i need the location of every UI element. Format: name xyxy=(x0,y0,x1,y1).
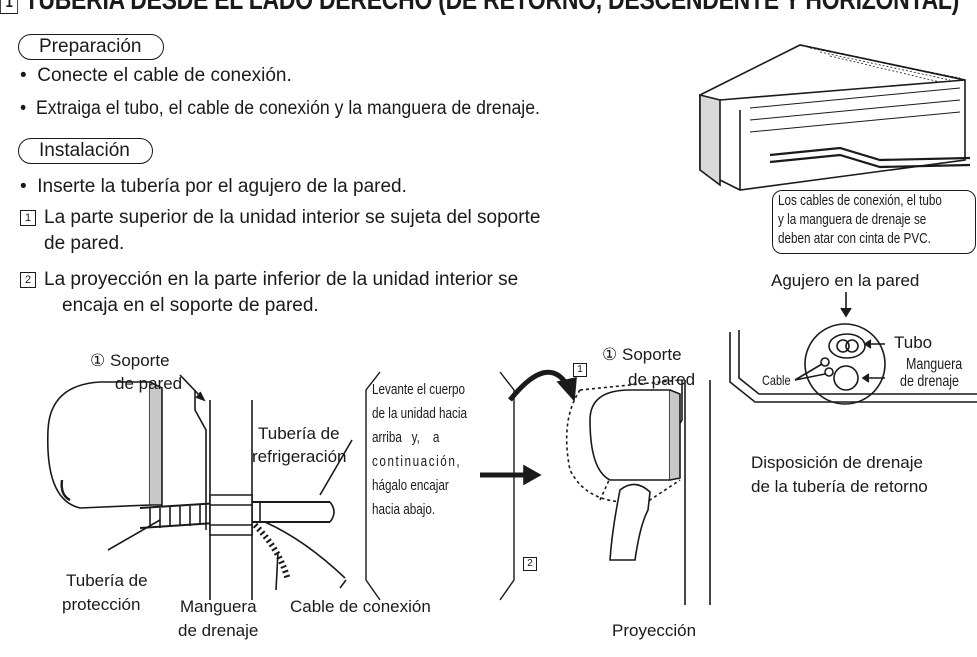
step-marker-1: 1 xyxy=(573,363,587,377)
preparation-label: Preparación xyxy=(18,34,165,60)
install-bullet: • Inserte la tubería por el agujero de l… xyxy=(20,176,407,197)
note-line-2: y la manguera de drenaje se xyxy=(778,211,927,228)
drain-hose-label-1: Manguera xyxy=(180,597,257,616)
wall-hole-diagram xyxy=(729,292,977,405)
instruction-line-6: hacia abajo. xyxy=(372,501,436,518)
refrig-pipe-label-1: Tubería de xyxy=(258,424,340,443)
drain-hose-label-2: de drenaje xyxy=(178,621,259,640)
install-step-2-line1: La proyección en la parte inferior de la… xyxy=(44,269,519,290)
left-installation-diagram xyxy=(46,374,353,600)
instruction-line-2: de la unidad hacia xyxy=(372,405,467,422)
refrig-pipe-label-2: refrigeración xyxy=(252,447,347,466)
right-bracket-label-1: ① Soporte xyxy=(602,344,682,365)
install-bullet-text: Inserte la tubería por el agujero de la … xyxy=(37,176,407,197)
right-bracket-label-2: de pared xyxy=(628,370,696,389)
installation-label: Instalación xyxy=(18,138,153,164)
step-number-box: 1 xyxy=(0,0,19,14)
prep-step-1-text: Conecte el cable de conexión. xyxy=(37,65,292,86)
hose-label-line2: de drenaje xyxy=(900,373,959,390)
wall-hole-caption-2: de la tubería de retorno xyxy=(751,477,928,496)
left-bracket-label-2: de pared xyxy=(115,374,183,393)
install-step-2-line2: encaja en el soporte de pared. xyxy=(62,295,319,316)
right-bracket-num: ① xyxy=(602,345,618,364)
wall-hole-title: Agujero en la pared xyxy=(771,271,920,290)
install-step-1-number: 1 xyxy=(20,210,36,226)
indoor-unit-illustration xyxy=(699,44,971,191)
install-step-1: 1 La parte superior de la unidad interior… xyxy=(20,206,540,230)
tube-label: Tubo xyxy=(894,333,933,352)
left-bracket-num: ① xyxy=(90,351,106,370)
install-step-1-line2: de pared. xyxy=(44,233,125,254)
note-box xyxy=(772,190,976,254)
hose-label-line1: Manguera xyxy=(906,356,963,373)
prep-step-2-text: Extraiga el tubo, el cable de conexión y… xyxy=(36,98,540,119)
projection-label: Proyección xyxy=(612,621,697,640)
instruction-line-3: arriba y, a xyxy=(372,429,440,446)
wall-hole-caption-1: Disposición de drenaje xyxy=(751,453,923,472)
section-title: 1 TUBERÍA DESDE EL LADO DERECHO (DE RETOR… xyxy=(0,0,959,16)
title-text: TUBERÍA DESDE EL LADO DERECHO (DE RETORN… xyxy=(25,0,960,15)
install-step-2-number: 2 xyxy=(20,272,36,288)
left-bracket-word: Soporte xyxy=(109,351,170,370)
note-line-3: deben atar con cinta de PVC. xyxy=(778,230,931,247)
instruction-text: Levante el cuerpo de la unidad hacia arr… xyxy=(372,378,512,522)
instruction-brackets xyxy=(365,371,515,601)
right-bracket-word: Soporte xyxy=(621,345,682,364)
right-installation-diagram xyxy=(480,369,711,605)
instruction-line-5: hágalo encajar xyxy=(372,477,449,494)
prep-step-1: • Conecte el cable de conexión. xyxy=(20,65,292,86)
left-bracket-label-1: ① Soporte xyxy=(90,350,170,371)
install-step-1-line1: La parte superior de la unidad interior … xyxy=(44,207,541,228)
cable-label-small: Cable xyxy=(762,372,791,388)
protect-pipe-label-2: protección xyxy=(62,595,141,614)
note-line-1: Los cables de conexión, el tubo xyxy=(778,192,942,209)
instruction-line-4: continuación, xyxy=(372,453,462,470)
connection-cable-label: Cable de conexión xyxy=(290,597,431,616)
instruction-line-1: Levante el cuerpo xyxy=(372,381,466,398)
install-step-2: 2 La proyección en la parte inferior de l… xyxy=(20,268,518,292)
prep-step-2: • Extraiga el tubo, el cable de conexión… xyxy=(20,98,540,119)
step-marker-2: 2 xyxy=(523,557,537,571)
protect-pipe-label-1: Tubería de xyxy=(66,571,148,590)
